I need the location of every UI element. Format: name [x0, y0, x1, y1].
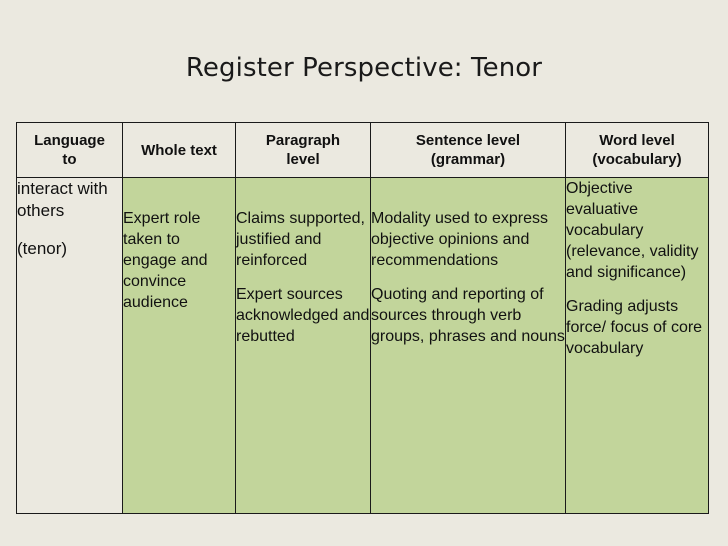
sentence-level-paragraph-1: Modality used to express objective opini… — [371, 210, 548, 269]
cell-sentence-level: Modality used to express objective opini… — [370, 177, 566, 514]
sentence-level-paragraph-2: Quoting and reporting of sources through… — [371, 286, 565, 345]
cell-whole-text: Expert role taken to engage and convince… — [122, 177, 236, 514]
table-header: Language to Whole text Paragraph level S… — [16, 122, 709, 178]
register-table-container: Language to Whole text Paragraph level S… — [16, 122, 709, 514]
column-header-paragraph-level-line2: level — [286, 151, 320, 168]
column-header-sentence-level-line2: (grammar) — [430, 151, 506, 168]
column-header-word-level-line2: (vocabulary) — [592, 151, 682, 168]
column-header-sentence-level-line1: Sentence level — [415, 132, 521, 149]
whole-text-paragraph-1: Expert role taken to engage and convince… — [123, 210, 208, 311]
row-label-text: interact with others — [17, 179, 108, 220]
table-body: interact with others (tenor) Expert role… — [16, 177, 709, 514]
paragraph-level-paragraph-2: Expert sources acknowledged and rebutted — [236, 286, 370, 345]
column-header-word-level-line1: Word level — [599, 132, 675, 149]
cell-word-level: Objective evaluative vocabulary (relevan… — [565, 177, 709, 514]
column-header-language-to: Language to — [16, 122, 123, 178]
column-header-whole-text: Whole text — [122, 122, 236, 178]
column-header-sentence-level: Sentence level (grammar) — [370, 122, 566, 178]
table-header-row: Language to Whole text Paragraph level S… — [16, 122, 709, 178]
column-header-language-to-line1: Language — [34, 132, 105, 149]
column-header-paragraph-level: Paragraph level — [235, 122, 371, 178]
register-perspective-table: Language to Whole text Paragraph level S… — [16, 122, 709, 514]
row-label-tenor: (tenor) — [17, 239, 68, 258]
paragraph-level-paragraph-1: Claims supported, justified and reinforc… — [236, 210, 365, 269]
column-header-word-level: Word level (vocabulary) — [565, 122, 709, 178]
column-header-whole-text-line1: Whole text — [141, 141, 217, 159]
word-level-paragraph-2: Grading adjusts force/ focus of core voc… — [566, 298, 703, 357]
table-row: interact with others (tenor) Expert role… — [16, 177, 709, 514]
column-header-paragraph-level-line1: Paragraph — [265, 132, 341, 149]
cell-row-label: interact with others (tenor) — [16, 177, 123, 514]
word-level-paragraph-1: Objective evaluative vocabulary (relevan… — [566, 180, 699, 281]
page-title: Register Perspective: Tenor — [185, 53, 543, 83]
column-header-language-to-line2: to — [62, 151, 77, 168]
cell-paragraph-level: Claims supported, justified and reinforc… — [235, 177, 371, 514]
